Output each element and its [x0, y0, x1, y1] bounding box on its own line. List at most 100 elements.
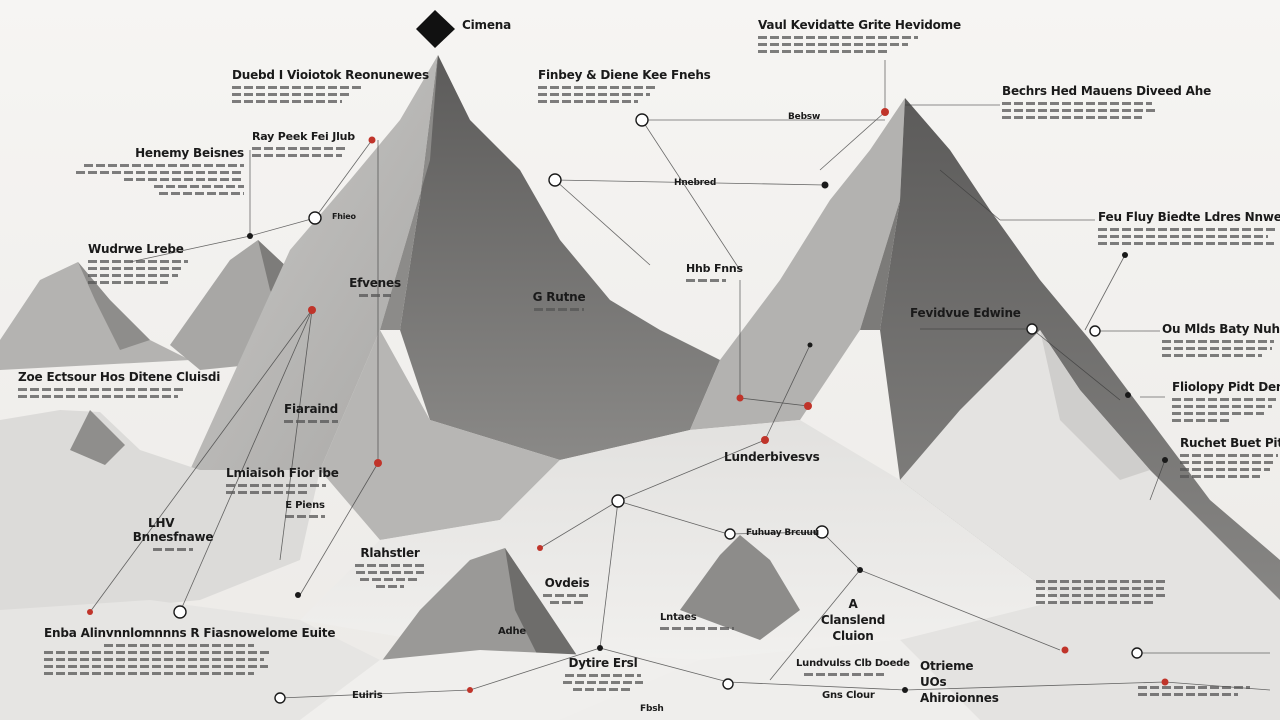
text-line — [1180, 461, 1276, 464]
summit-diamond-icon — [416, 10, 455, 48]
label-cimena: Cimena — [462, 18, 511, 32]
text-line — [686, 279, 726, 282]
label-text: Zoe Ectsour Hos Ditene Cluisdi — [18, 370, 221, 384]
text-line — [284, 420, 338, 423]
label-zoe-ectour: Zoe Ectsour Hos Ditene Cluisdi — [18, 370, 221, 398]
label-hnebred: Hnebred — [674, 178, 716, 188]
label-text: Ou Mlds Baty Nuhs — [1162, 322, 1280, 336]
text-line — [804, 673, 884, 676]
label-paragraph-right — [1036, 580, 1170, 604]
text-line — [543, 594, 591, 597]
label-vau-kevidatte: Vaul Kevidatte Grite Hevidome — [758, 18, 961, 53]
label-text: Euiris — [352, 690, 383, 701]
main-peak-dark-face — [400, 55, 720, 460]
text-line — [1098, 228, 1276, 231]
text-line — [252, 147, 348, 150]
label-fhieo: Fhieo — [332, 212, 356, 221]
text-line — [359, 294, 391, 297]
label-fevidve-edwine: Fevidvue Edwine — [910, 306, 1021, 320]
text-line — [1180, 454, 1278, 457]
dot-marker-icon — [247, 181, 1168, 693]
label-bechrs-hed: Bechrs Hed Mauens Diveed Ahe — [1002, 84, 1211, 119]
label-text: G Rutne — [532, 290, 586, 304]
label-hhb-fnnis: Hhb Fnns — [686, 262, 743, 282]
label-fbsh: Fbsh — [640, 704, 664, 714]
label-text: Cimena — [462, 18, 512, 32]
text-line — [1172, 405, 1272, 408]
label-text: Wudrwe Lrebe — [88, 242, 184, 256]
ring-marker-icon — [173, 113, 1143, 704]
text-line — [1138, 686, 1250, 689]
text-line — [758, 43, 908, 46]
route-markers — [87, 10, 1169, 704]
text-line — [252, 154, 342, 157]
text-line — [538, 86, 656, 89]
text-line — [44, 658, 264, 661]
label-lmiasoh: Lmiaisoh Fior ibe — [226, 466, 339, 494]
label-text: Finbey & Diene Kee Fnehs — [538, 68, 711, 82]
label-oumeds-flhy: Ou Mlds Baty Nuhs — [1162, 322, 1280, 357]
label-ruchef-enst: Ruchet Buet Piterhied — [1180, 436, 1280, 478]
text-line — [1138, 693, 1238, 696]
text-line — [232, 86, 362, 89]
right-peak-left-face — [690, 98, 905, 430]
text-line — [44, 651, 270, 654]
text-line — [232, 100, 342, 103]
label-lntaes: Lntaes — [660, 612, 740, 630]
text-line — [1162, 354, 1262, 357]
text-line — [1036, 594, 1166, 597]
main-peak-left-face — [190, 55, 438, 470]
text-line — [1162, 347, 1272, 350]
label-text: Henemy Beisnes — [135, 146, 244, 160]
label-text: E Piens — [285, 500, 325, 511]
text-line — [550, 601, 584, 604]
text-line — [376, 585, 404, 588]
label-text: Adhe — [498, 626, 526, 637]
text-line — [226, 491, 310, 494]
text-line — [88, 281, 168, 284]
text-line — [18, 395, 178, 398]
text-line — [1036, 587, 1164, 590]
label-e-piens: E Piens — [280, 500, 330, 518]
label-text: Ray Peek Fei Jlub — [252, 130, 355, 143]
text-line — [104, 644, 254, 647]
far-left-peak-shadow — [78, 262, 150, 350]
text-line — [360, 578, 420, 581]
text-line — [573, 688, 633, 691]
label-text: Hhb Fnns — [686, 262, 743, 275]
text-line — [1002, 102, 1152, 105]
text-line — [1002, 116, 1142, 119]
label-finbey-diene: Finbey & Diene Kee Fnehs — [538, 68, 711, 103]
right-snow-peak-shade — [1040, 330, 1150, 480]
text-line — [44, 665, 268, 668]
text-line — [538, 93, 650, 96]
label-text: Ruchet Buet Piterhied — [1180, 436, 1280, 450]
label-text: Vaul Kevidatte Grite Hevidome — [758, 18, 961, 32]
label-ovdeis: Ovdeis — [540, 576, 594, 604]
label-text: A Clanslend Cluion — [820, 597, 886, 643]
label-text: LHV — [148, 516, 175, 530]
text-line — [1172, 419, 1232, 422]
text-line — [758, 50, 888, 53]
label-bnnes-fnawe: Bnnesfnawe — [118, 530, 228, 551]
label-gns-clour: Gns Clour — [822, 690, 875, 701]
label-henemy-beisnes: Henemy Beisnes — [74, 146, 244, 195]
text-line — [1002, 109, 1158, 112]
text-line — [153, 548, 193, 551]
label-text: Enba Alinvnnlomnnns R Fiasnowelome Euite — [44, 626, 336, 640]
label-text: Fbsh — [640, 704, 664, 714]
label-otriemmes: Otrieme UOs Ahiroionnes — [920, 658, 999, 706]
label-efvenes: Efvenes — [340, 276, 410, 297]
text-line — [1098, 235, 1268, 238]
label-lundrus: Lundvulss Clb Doede — [796, 658, 910, 676]
label-text: Fhieo — [332, 212, 356, 221]
text-line — [76, 171, 244, 174]
text-line — [232, 93, 352, 96]
label-text: Lunderbivesvs — [724, 450, 820, 464]
bottom-mid-peak — [680, 535, 800, 640]
label-duebd-viotok: Duebd I Vioiotok Reonunewes — [232, 68, 429, 103]
label-enba-hv: Enba Alinvnnlomnnns R Fiasnowelome Euite — [44, 626, 336, 675]
label-paragraph-bottom-right — [1138, 686, 1256, 696]
bottom-center-peak-shadow — [505, 548, 580, 670]
